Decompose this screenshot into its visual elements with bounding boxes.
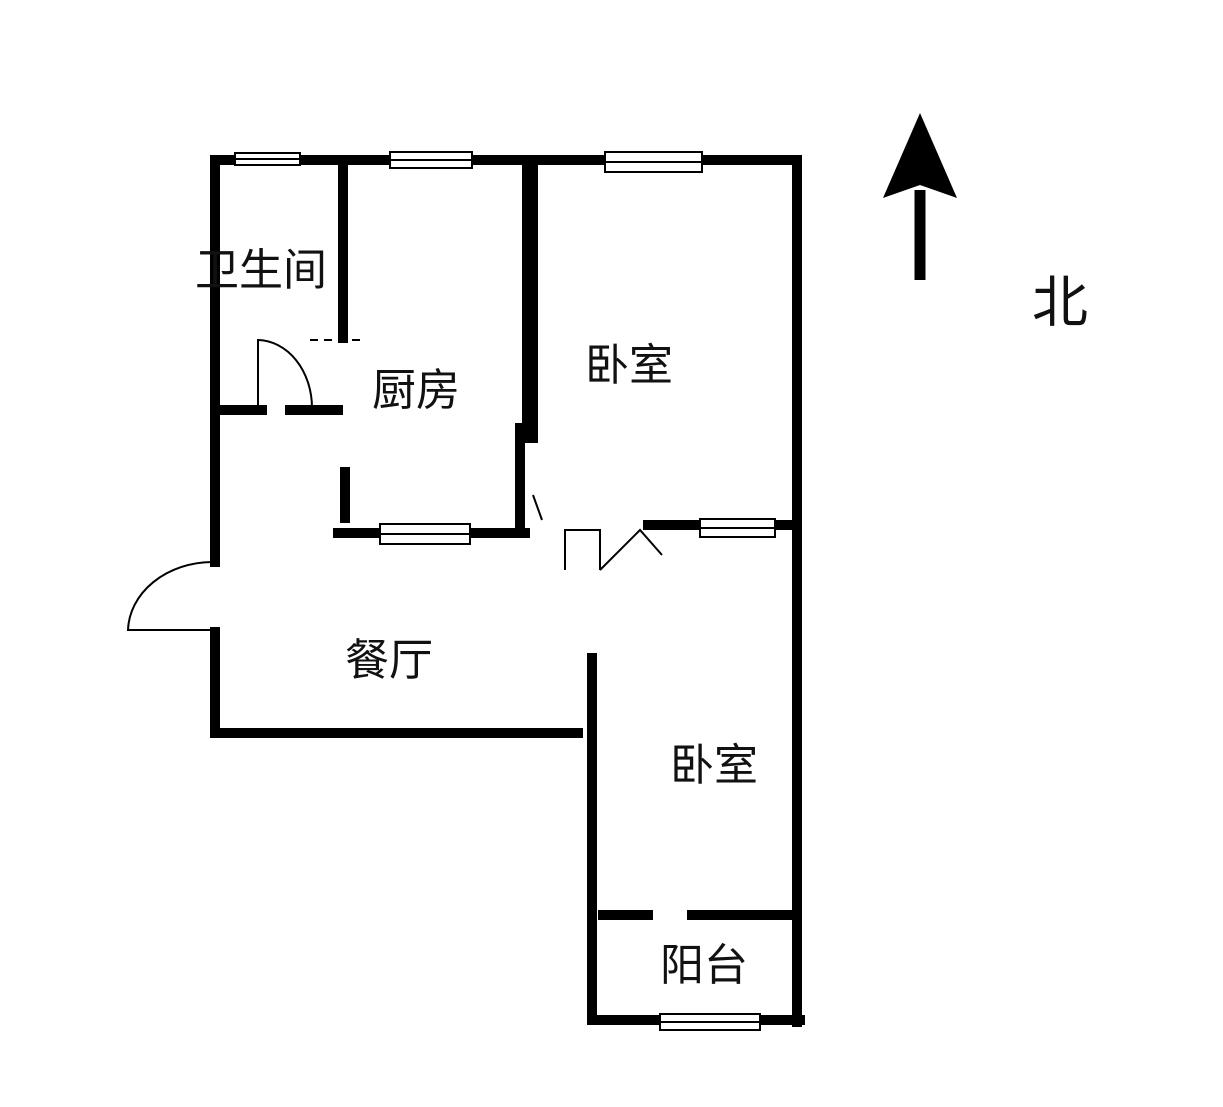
room-label-bathroom: 卫生间 <box>195 245 327 296</box>
room-label-bedroom-south: 卧室 <box>670 740 758 791</box>
room-label-dining: 餐厅 <box>345 635 433 686</box>
room-label-balcony: 阳台 <box>660 940 748 991</box>
doors <box>126 338 663 631</box>
room-label-kitchen: 厨房 <box>372 365 460 416</box>
windows <box>234 151 776 1031</box>
north-arrow-icon <box>883 113 957 280</box>
room-label-bedroom-north: 卧室 <box>585 340 673 391</box>
compass-label: 北 <box>1032 271 1088 336</box>
